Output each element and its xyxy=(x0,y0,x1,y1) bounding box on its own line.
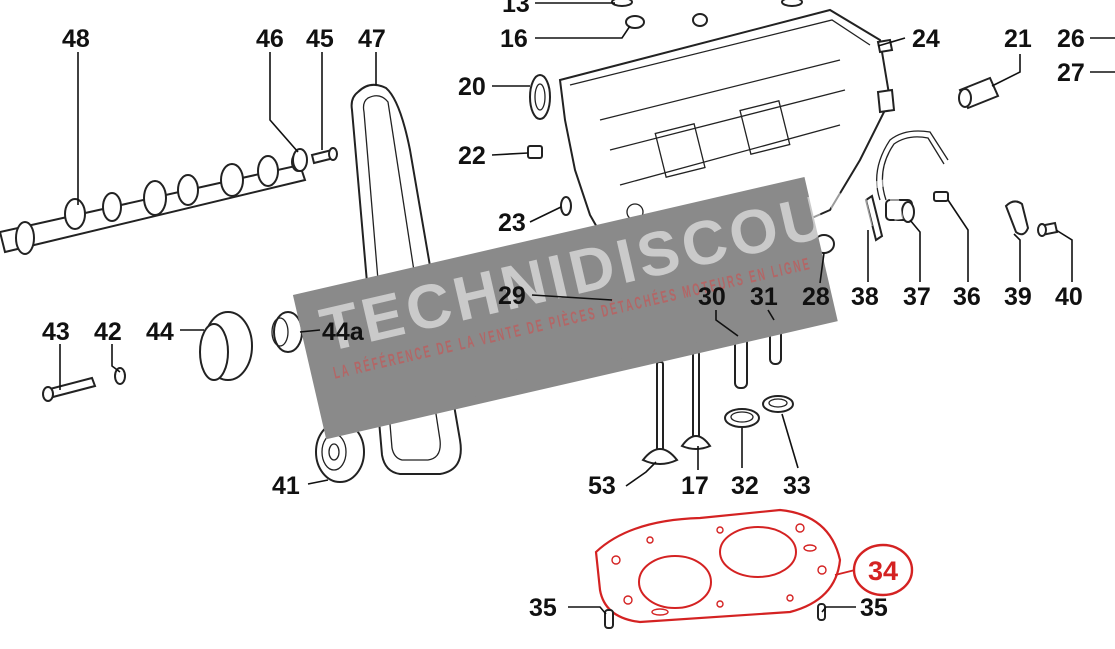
tensioner-pulley-part xyxy=(199,311,253,381)
callout-38: 38 xyxy=(851,283,879,311)
plug-part xyxy=(527,145,543,159)
oil-seal-part xyxy=(529,74,551,120)
callout-28: 28 xyxy=(802,283,830,311)
callout-24: 24 xyxy=(912,25,940,53)
callout-40: 40 xyxy=(1055,283,1083,311)
callout-34: 34 xyxy=(868,556,898,586)
highlight-circle xyxy=(852,543,914,597)
callout-47: 47 xyxy=(358,25,386,53)
valve-seal-part xyxy=(724,395,794,428)
ring-part xyxy=(560,196,572,216)
callout-41: 41 xyxy=(272,472,300,500)
dowel-part xyxy=(604,603,826,629)
sensor-part xyxy=(876,130,949,223)
head-gasket-part xyxy=(594,508,842,624)
washer-part xyxy=(114,367,126,385)
callout-22: 22 xyxy=(458,142,486,170)
callout-32: 32 xyxy=(731,472,759,500)
callout-27: 27 xyxy=(1057,59,1085,87)
bolt-part xyxy=(310,147,338,165)
callout-35-left: 35 xyxy=(529,594,557,622)
callout-35-right: 35 xyxy=(860,594,888,622)
callout-37: 37 xyxy=(903,283,931,311)
bolt-part xyxy=(933,191,949,202)
callout-44a: 44a xyxy=(322,318,365,346)
callout-53: 53 xyxy=(588,472,616,500)
bolt-part xyxy=(1037,221,1059,237)
callout-46: 46 xyxy=(256,25,284,53)
callout-23: 23 xyxy=(498,209,526,237)
roller-part xyxy=(271,311,303,353)
callout-26: 26 xyxy=(1057,25,1085,53)
callout-48: 48 xyxy=(62,25,90,53)
bracket-part xyxy=(864,194,884,242)
callout-21: 21 xyxy=(1004,25,1032,53)
callout-31: 31 xyxy=(750,283,778,311)
bolt-part xyxy=(42,376,97,402)
leader-lines xyxy=(59,2,1115,615)
callout-30: 30 xyxy=(698,283,726,311)
valve-part xyxy=(641,351,712,465)
callout-17: 17 xyxy=(681,472,709,500)
callout-36: 36 xyxy=(953,283,981,311)
callout-16: 16 xyxy=(500,25,528,53)
callout-13: 13 xyxy=(502,0,530,18)
sleeve-part xyxy=(958,76,1000,110)
callout-labels: 13 16 24 21 26 27 48 46 45 47 20 22 23 2… xyxy=(42,0,1085,622)
seal-ring-part xyxy=(292,148,308,172)
seal-part xyxy=(611,0,803,29)
camshaft-part xyxy=(0,152,307,255)
callout-45: 45 xyxy=(306,25,334,53)
callout-43: 43 xyxy=(42,318,70,346)
callout-20: 20 xyxy=(458,73,486,101)
callout-44: 44 xyxy=(146,318,174,346)
clip-part xyxy=(1004,200,1030,236)
callout-42: 42 xyxy=(94,318,122,346)
callout-39: 39 xyxy=(1004,283,1032,311)
callout-33: 33 xyxy=(783,472,811,500)
callout-29: 29 xyxy=(498,282,526,310)
watermark-banner xyxy=(292,176,838,440)
callout-34-highlight: 34 xyxy=(852,543,914,597)
